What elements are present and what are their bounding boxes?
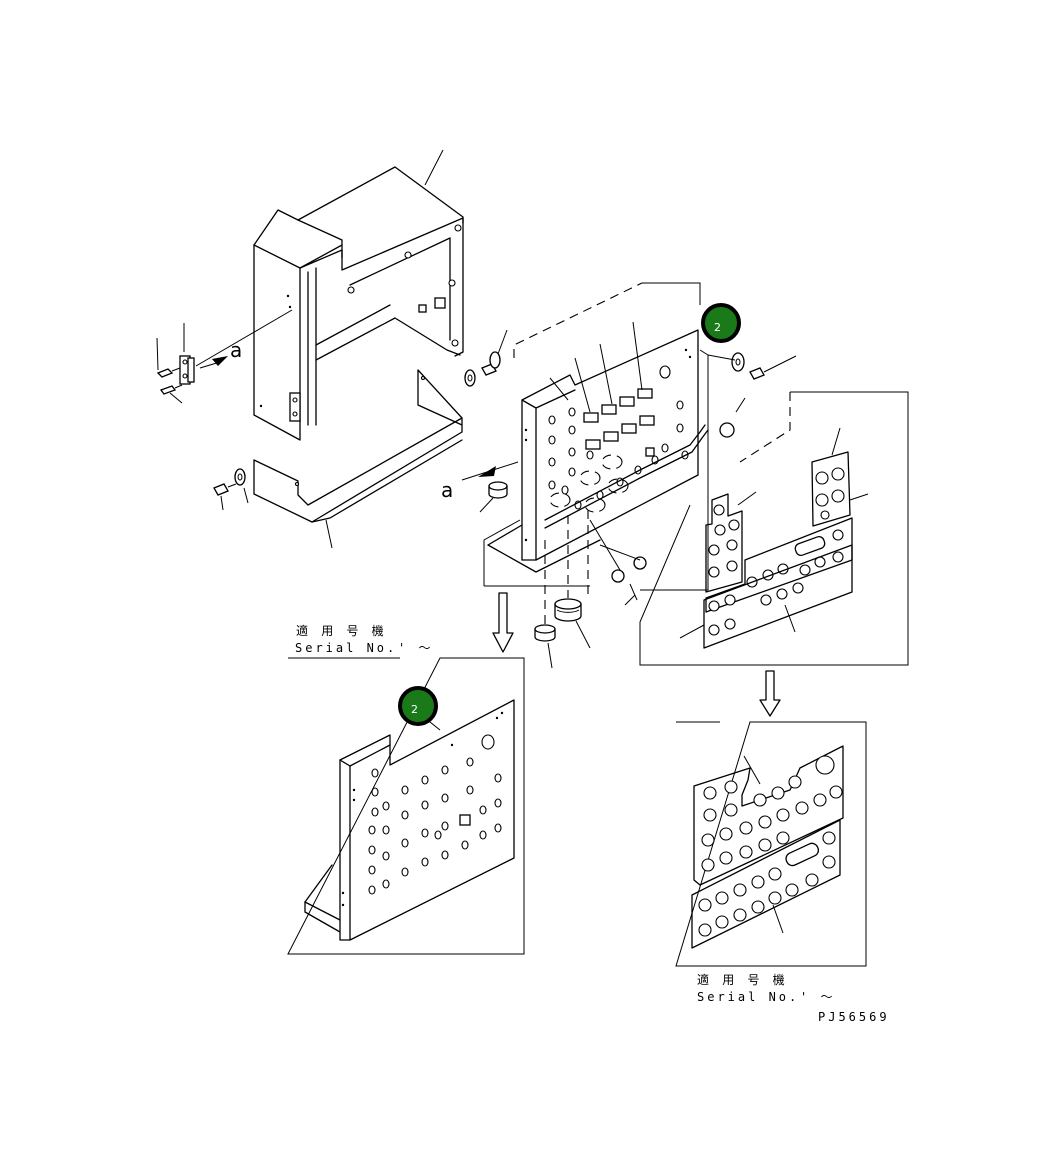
serial-range-2: ' ～ (800, 990, 835, 1004)
down-arrow-right (759, 670, 781, 717)
knobs-and-bolts (479, 352, 797, 669)
serial-label-2: Serial No. (697, 990, 799, 1004)
left-hinge-assembly (156, 309, 293, 404)
svg-text:2: 2 (411, 703, 418, 716)
serial-range-1: ' ～ (398, 641, 433, 655)
serial-label-1: Serial No. (295, 641, 397, 655)
serial-jp-label-1: 適 用 号 機 (296, 623, 387, 638)
serial-jp-label-2: 適 用 号 機 (697, 972, 788, 987)
bottom-tray (213, 369, 463, 549)
drawing-id: PJ56569 (818, 1010, 890, 1024)
part-badge-inset[interactable]: 2 (398, 686, 438, 726)
panel-variant-inset (287, 657, 525, 955)
callout-letter-a-1: a (230, 338, 242, 362)
label-plates-inset (639, 391, 909, 666)
down-arrow-left (492, 592, 514, 653)
callout-letter-a-2: a (441, 478, 453, 502)
label-plates-variant-inset (675, 721, 867, 967)
svg-text:2: 2 (714, 321, 721, 334)
part-badge-top[interactable]: 2 (701, 303, 741, 343)
main-switch-panel (461, 282, 709, 591)
washers-right-of-housing (464, 329, 508, 387)
cover-housing (253, 149, 464, 441)
